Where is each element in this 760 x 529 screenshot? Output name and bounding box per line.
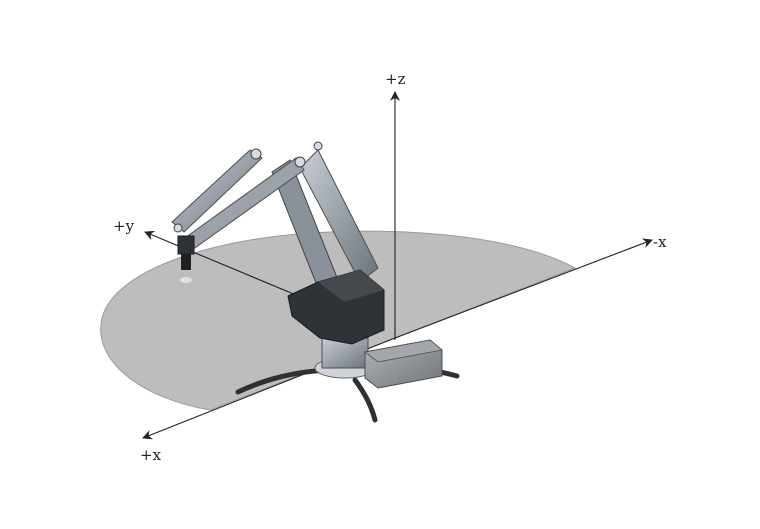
control-box-top bbox=[364, 339, 443, 363]
joint-elbow-b bbox=[294, 156, 306, 168]
axis-z-label: +z bbox=[385, 70, 406, 88]
shoulder-housing-face bbox=[318, 270, 384, 302]
axis-x-label: +x bbox=[140, 446, 162, 464]
axis-y-label: +y bbox=[113, 217, 135, 235]
axis-y-line bbox=[144, 230, 321, 306]
base-leg-front bbox=[352, 377, 378, 423]
lower-arm-link-rear bbox=[299, 149, 379, 283]
joint-elbow-c bbox=[313, 141, 323, 151]
axis-negx-label: -x bbox=[653, 233, 667, 251]
joint-wrist bbox=[173, 223, 183, 233]
end-effector-shadow bbox=[180, 277, 192, 283]
end-effector-tip bbox=[181, 254, 191, 270]
end-effector bbox=[177, 235, 195, 255]
axis-negx-line bbox=[394, 238, 653, 339]
robotic-arm-icon bbox=[171, 141, 460, 423]
joint-elbow-a bbox=[250, 148, 262, 160]
